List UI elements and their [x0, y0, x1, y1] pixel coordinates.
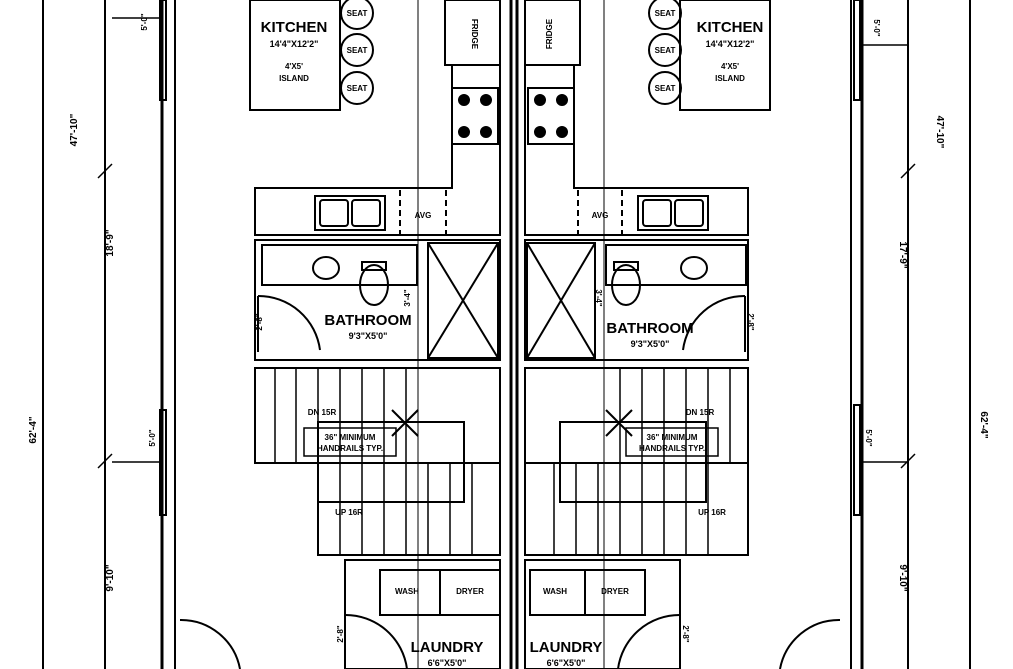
laundry-size-right: 6'6"X5'0"	[547, 658, 586, 668]
dryer-label-right: DRYER	[601, 587, 629, 596]
dim-door-right-bath: 2'-8"	[746, 313, 755, 330]
handrail-1-left: 36" MINIMUM	[325, 433, 376, 442]
dim-window-right-top: 5'-0"	[872, 19, 881, 36]
handrail-2-left: HANDRAILS TYP.	[317, 444, 383, 453]
laundry-label-left: LAUNDRY	[411, 639, 484, 656]
stair-dn-right: DN 15R	[686, 408, 715, 417]
island-label-right: 4'X5'	[721, 62, 739, 71]
dim-left-outer: 62'-4"	[28, 416, 39, 443]
wash-label-right: WASH	[543, 587, 567, 596]
island-label-left: 4'X5'	[285, 62, 303, 71]
stair-up-right: UP 16R	[698, 508, 726, 517]
seat-3-left: SEAT	[347, 84, 368, 93]
dryer-label-left: DRYER	[456, 587, 484, 596]
island-word-right: ISLAND	[715, 74, 745, 83]
bathroom-label-right: BATHROOM	[606, 320, 693, 337]
dim-left-mid: 18'-9"	[105, 229, 116, 256]
fridge-label-right: FRIDGE	[545, 18, 554, 49]
dim-right-mid: 17'-9"	[897, 241, 908, 268]
kitchen-label-left: KITCHEN	[261, 19, 328, 36]
handrail-1-right: 36" MINIMUM	[647, 433, 698, 442]
dim-left-upper: 47'-10"	[69, 113, 80, 146]
dim-wall-left: 3'-4"	[403, 289, 412, 306]
bathroom-size-left: 9'3"X5'0"	[349, 331, 388, 341]
seat-3-right: SEAT	[655, 84, 676, 93]
dim-right-outer: 62'-4"	[978, 411, 989, 438]
dim-window-left-mid: 5'-0"	[148, 429, 157, 446]
dim-right-lower: 9'-10"	[897, 564, 908, 591]
kitchen-size-left: 14'4"X12'2"	[270, 39, 319, 49]
dim-left-lower: 9'-10"	[105, 564, 116, 591]
stair-up-left: UP 16R	[335, 508, 363, 517]
fridge-label-left: FRIDGE	[470, 19, 479, 50]
dw-label-left: AVG	[415, 211, 432, 220]
island-word-left: ISLAND	[279, 74, 309, 83]
wash-label-left: WASH	[395, 587, 419, 596]
dim-door-left-laundry: 2'-8"	[336, 625, 345, 642]
bathroom-label-left: BATHROOM	[324, 312, 411, 329]
dim-right-upper: 47'-10"	[934, 116, 945, 149]
handrail-2-right: HANDRAILS TYP.	[639, 444, 705, 453]
dim-wall-right: 3'-4"	[594, 289, 603, 306]
dim-window-left-top: 5'-0"	[140, 13, 149, 30]
seat-1-right: SEAT	[655, 9, 676, 18]
dim-door-right-laundry: 2'-8"	[681, 625, 690, 642]
laundry-label-right: LAUNDRY	[530, 639, 603, 656]
kitchen-size-right: 14'4"X12'2"	[706, 39, 755, 49]
dw-label-right: AVG	[592, 211, 609, 220]
seat-2-left: SEAT	[347, 46, 368, 55]
dim-window-right-mid: 5'-0"	[864, 429, 873, 446]
stair-dn-left: DN 15R	[308, 408, 337, 417]
seat-2-right: SEAT	[655, 46, 676, 55]
laundry-size-left: 6'6"X5'0"	[428, 658, 467, 668]
bathroom-size-right: 9'3"X5'0"	[631, 339, 670, 349]
dim-door-left-bath: 2'-8"	[255, 313, 264, 330]
kitchen-label-right: KITCHEN	[697, 19, 764, 36]
seat-1-left: SEAT	[347, 9, 368, 18]
